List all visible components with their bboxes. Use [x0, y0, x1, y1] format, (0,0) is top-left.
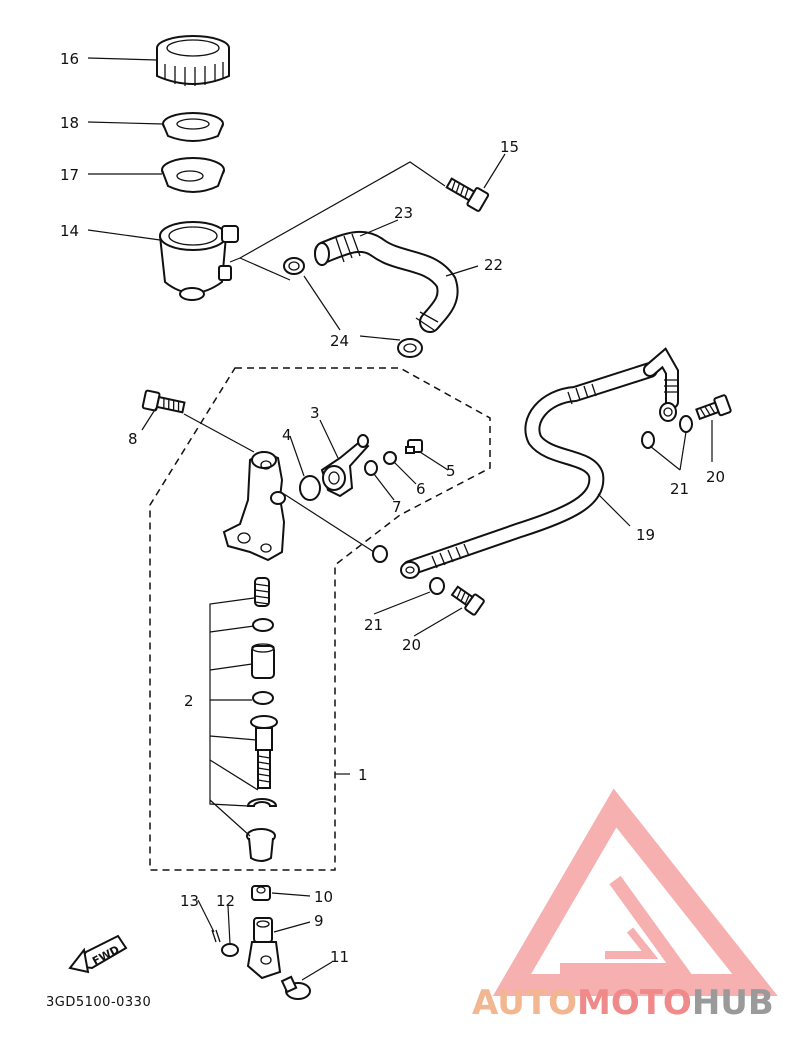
watermark-part-2: MOTO [577, 983, 692, 1023]
label-2: 2 [184, 692, 194, 710]
washer-6 [383, 451, 397, 465]
label-10: 10 [314, 888, 333, 906]
fwd-arrow: FWD [68, 934, 128, 974]
label-11: 11 [330, 948, 349, 966]
label-5: 5 [446, 462, 456, 480]
bolt-15 [445, 177, 490, 212]
spring [254, 577, 270, 607]
washer-21-lower-body [372, 545, 388, 563]
label-21-lower: 21 [364, 616, 383, 634]
washer-21-right-a [641, 431, 655, 449]
push-rod [250, 715, 278, 789]
hose-clip-upper [283, 257, 305, 275]
union-bolt-20-upper [695, 394, 732, 421]
drawing-code: 3GD5100-0330 [46, 995, 151, 1010]
o-ring-4 [299, 475, 321, 501]
pin-11 [280, 975, 311, 1000]
label-3: 3 [310, 404, 320, 422]
label-15: 15 [500, 138, 519, 156]
label-20-lower: 20 [402, 636, 421, 654]
nut-10 [251, 885, 271, 901]
label-19: 19 [636, 526, 655, 544]
label-4: 4 [282, 426, 292, 444]
label-24: 24 [330, 332, 349, 350]
screw-5 [405, 439, 423, 454]
master-cylinder-body [222, 450, 286, 562]
label-14: 14 [60, 222, 79, 240]
watermark-text: AUTOMOTOHUB [472, 983, 774, 1023]
label-17: 17 [60, 166, 79, 184]
assembly-boundary [149, 367, 491, 871]
label-21-right: 21 [670, 480, 689, 498]
label-20-right: 20 [706, 468, 725, 486]
brake-hose [400, 347, 679, 579]
circlip [246, 798, 278, 807]
watermark-logo [492, 788, 778, 996]
label-6: 6 [416, 480, 426, 498]
label-9: 9 [314, 912, 324, 930]
label-22: 22 [484, 256, 503, 274]
washer-21-left [429, 577, 445, 595]
bolt-8 [141, 389, 186, 414]
leader-lines [87, 57, 713, 981]
reservoir-hose [314, 230, 459, 333]
cotter-pin-13 [211, 929, 221, 943]
label-8: 8 [128, 430, 138, 448]
label-18: 18 [60, 114, 79, 132]
label-13: 13 [180, 892, 199, 910]
hose-clip-lower [397, 338, 423, 358]
piston-seal [252, 691, 274, 705]
watermark-part-3: HUB [692, 983, 774, 1023]
label-7: 7 [392, 498, 402, 516]
label-12: 12 [216, 892, 235, 910]
label-23: 23 [394, 204, 413, 222]
label-1: 1 [358, 766, 368, 784]
diaphragm [161, 157, 225, 193]
washer-12 [221, 943, 239, 957]
washer-21-right-b [679, 415, 693, 433]
washer-7 [364, 460, 378, 476]
cup-seal [252, 618, 274, 632]
diaphragm-plate [162, 112, 224, 142]
hose-joint-3 [320, 434, 370, 498]
watermark-part-1: AUTO [472, 983, 577, 1023]
piston [251, 643, 275, 679]
dust-boot [246, 828, 276, 862]
reservoir-tank [159, 221, 239, 301]
reservoir-cap [156, 35, 230, 86]
label-16: 16 [60, 50, 79, 68]
clevis-9 [246, 917, 282, 980]
union-bolt-20-lower [450, 585, 485, 616]
